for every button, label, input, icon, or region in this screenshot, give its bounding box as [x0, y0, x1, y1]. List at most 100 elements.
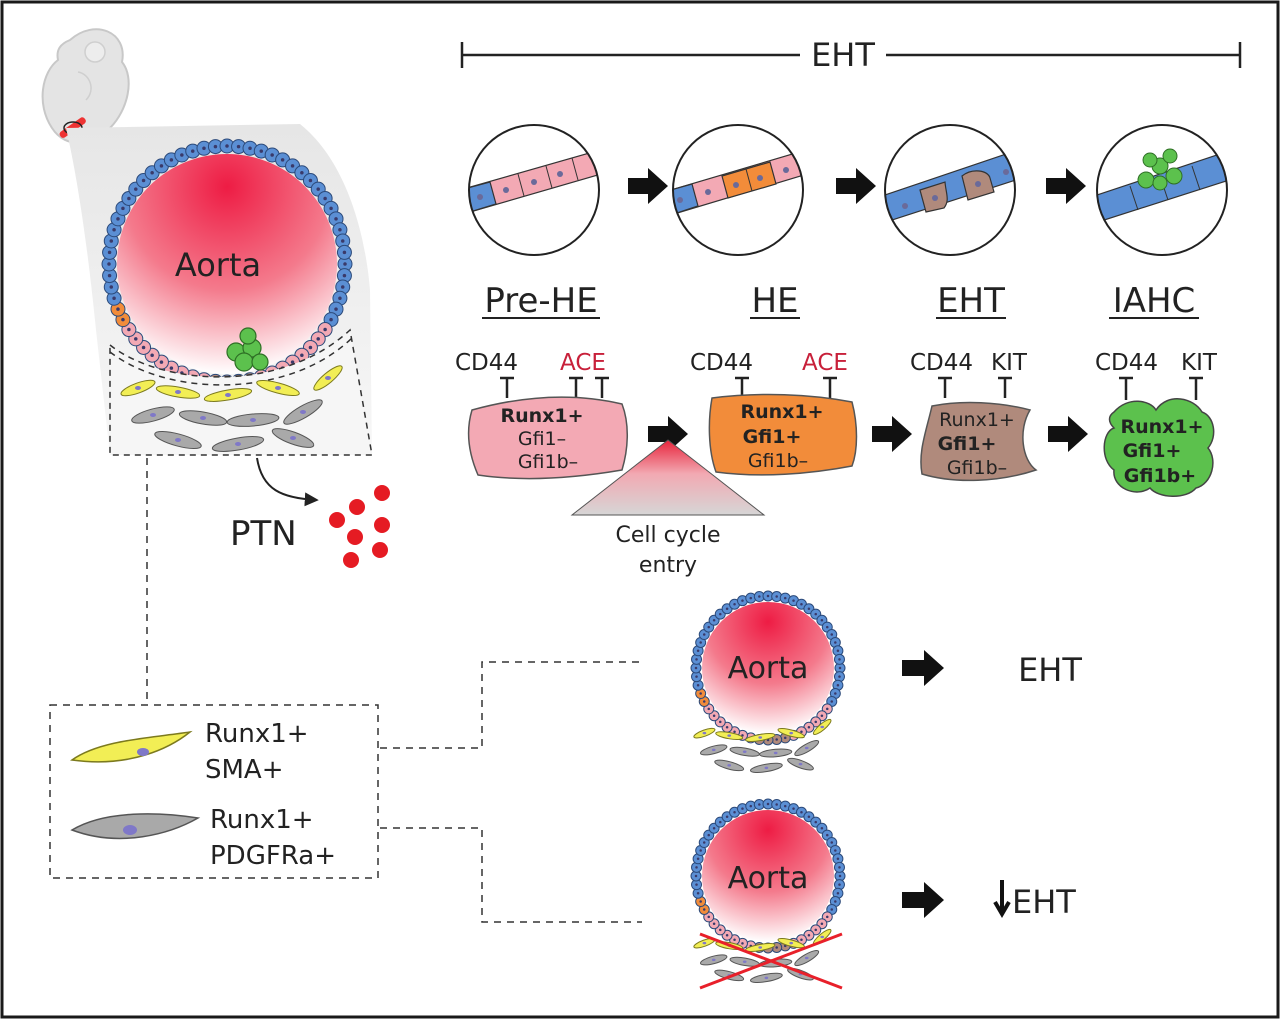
cell-nucleus	[202, 146, 206, 151]
connector-outcome-top	[380, 661, 642, 749]
cell-nucleus	[121, 206, 125, 211]
cell-nucleus	[200, 416, 206, 420]
cell-nucleus	[711, 958, 716, 962]
cell-nucleus	[800, 730, 803, 734]
cell-nucleus	[308, 345, 313, 350]
cell-nucleus	[766, 802, 770, 806]
phenotype-arrows	[648, 416, 1088, 452]
cell-nucleus	[116, 307, 120, 311]
cell-nucleus	[792, 599, 795, 602]
cell-nucleus	[141, 345, 146, 350]
cell-nucleus	[741, 599, 744, 602]
cell-nucleus	[694, 666, 698, 670]
cell-nucleus	[807, 607, 811, 610]
stage-title-he: HE	[751, 281, 798, 321]
cell-nucleus	[290, 360, 295, 364]
stage-titles: Pre-HE HE EHT IAHC	[484, 281, 1195, 321]
cell-nucleus	[836, 891, 840, 895]
cell-nucleus	[807, 726, 811, 729]
cell-nucleus	[343, 262, 347, 266]
cell-nucleus	[789, 941, 794, 945]
tf-gfi1b-pre-he: Gfi1b–	[518, 451, 578, 473]
cell-nucleus	[116, 217, 120, 221]
cell-nucleus	[225, 393, 231, 397]
timeline-label: EHT	[811, 36, 875, 74]
cell-nucleus	[742, 750, 747, 753]
cell-nucleus	[699, 692, 702, 695]
stage-title-eht: EHT	[937, 281, 1005, 321]
cell-nucleus	[329, 206, 333, 211]
cell-nucleus	[814, 928, 817, 932]
outcome-depleted-result: EHT	[1012, 883, 1076, 921]
phenotype-iahc: CD44 KIT Runx1+ Gfi1+ Gfi1b+	[1095, 350, 1218, 497]
cell-nucleus	[707, 833, 710, 837]
cell-nucleus	[712, 827, 716, 830]
phenotype-eht: CD44 KIT Runx1+ Gfi1+ Gfi1b–	[910, 350, 1038, 482]
cell-nucleus	[804, 746, 809, 750]
cell-nucleus	[159, 360, 164, 364]
cell-nucleus	[712, 714, 716, 717]
hematopoietic-cluster	[226, 327, 269, 372]
cell-nucleus	[741, 942, 744, 945]
cell-nucleus	[308, 178, 313, 183]
cell-nucleus	[141, 178, 146, 183]
tf-gfi1-he: Gfi1+	[743, 426, 802, 448]
cell-nucleus	[814, 820, 817, 824]
cell-nucleus	[733, 602, 736, 606]
cell-cycle-line2: entry	[639, 553, 697, 578]
cell-nucleus	[725, 726, 729, 729]
marker-cd44-iahc: CD44	[1095, 350, 1158, 376]
cell-nucleus	[699, 641, 702, 644]
cell-nucleus	[764, 976, 769, 980]
cell-nucleus	[290, 164, 295, 168]
cell-nucleus	[334, 217, 338, 221]
aorta-label: Aorta	[175, 246, 261, 284]
cell-nucleus	[826, 833, 829, 837]
cell-nucleus	[733, 810, 736, 814]
phenotype-he: CD44 ACE Runx1+ Gfi1+ Gfi1b–	[690, 350, 858, 476]
cell-nucleus	[702, 700, 706, 703]
cell-nucleus	[749, 596, 753, 600]
cell-nucleus	[107, 262, 111, 266]
stage-circle-he	[672, 124, 804, 256]
cell-nucleus	[758, 803, 761, 806]
ptn-label: PTN	[230, 514, 297, 554]
cell-nucleus	[702, 841, 706, 844]
tf-gfi1-iahc: Gfi1+	[1123, 440, 1182, 462]
cell-nucleus	[340, 285, 345, 289]
cell-nucleus	[814, 720, 817, 724]
outcome-normal-result: EHT	[1018, 651, 1082, 689]
cell-nucleus	[150, 171, 154, 175]
cell-nucleus	[134, 187, 138, 191]
arrow-right-icon	[902, 650, 944, 686]
cell-nucleus	[775, 595, 778, 598]
cell-nucleus	[775, 946, 778, 949]
cell-nucleus	[834, 692, 837, 695]
cell-nucleus	[783, 804, 787, 808]
cell-nucleus	[107, 273, 112, 278]
cell-nucleus	[159, 164, 164, 168]
cell-nucleus	[250, 418, 256, 422]
cell-nucleus	[699, 849, 702, 852]
tf-gfi1b-iahc: Gfi1b+	[1124, 465, 1196, 487]
cell-nucleus	[836, 683, 840, 687]
cell-nucleus	[741, 807, 744, 810]
cell-nucleus	[342, 273, 347, 278]
cell-nucleus	[838, 866, 841, 869]
marker-cd44-he: CD44	[690, 350, 753, 376]
cell-nucleus	[109, 239, 114, 243]
cell-nucleus	[775, 738, 778, 741]
outcome-normal: Aorta EHT	[690, 590, 1082, 773]
outcome-normal-aorta-label: Aorta	[728, 651, 809, 686]
cell-nucleus	[340, 239, 345, 243]
ptn-secretion-arrow	[256, 457, 319, 507]
cell-nucleus	[695, 883, 698, 886]
cell-nucleus	[838, 874, 842, 878]
cell-nucleus	[135, 386, 141, 390]
cell-nucleus	[150, 353, 154, 357]
cell-nucleus	[190, 149, 195, 153]
cell-nucleus	[696, 891, 700, 895]
cell-nucleus	[725, 934, 729, 937]
